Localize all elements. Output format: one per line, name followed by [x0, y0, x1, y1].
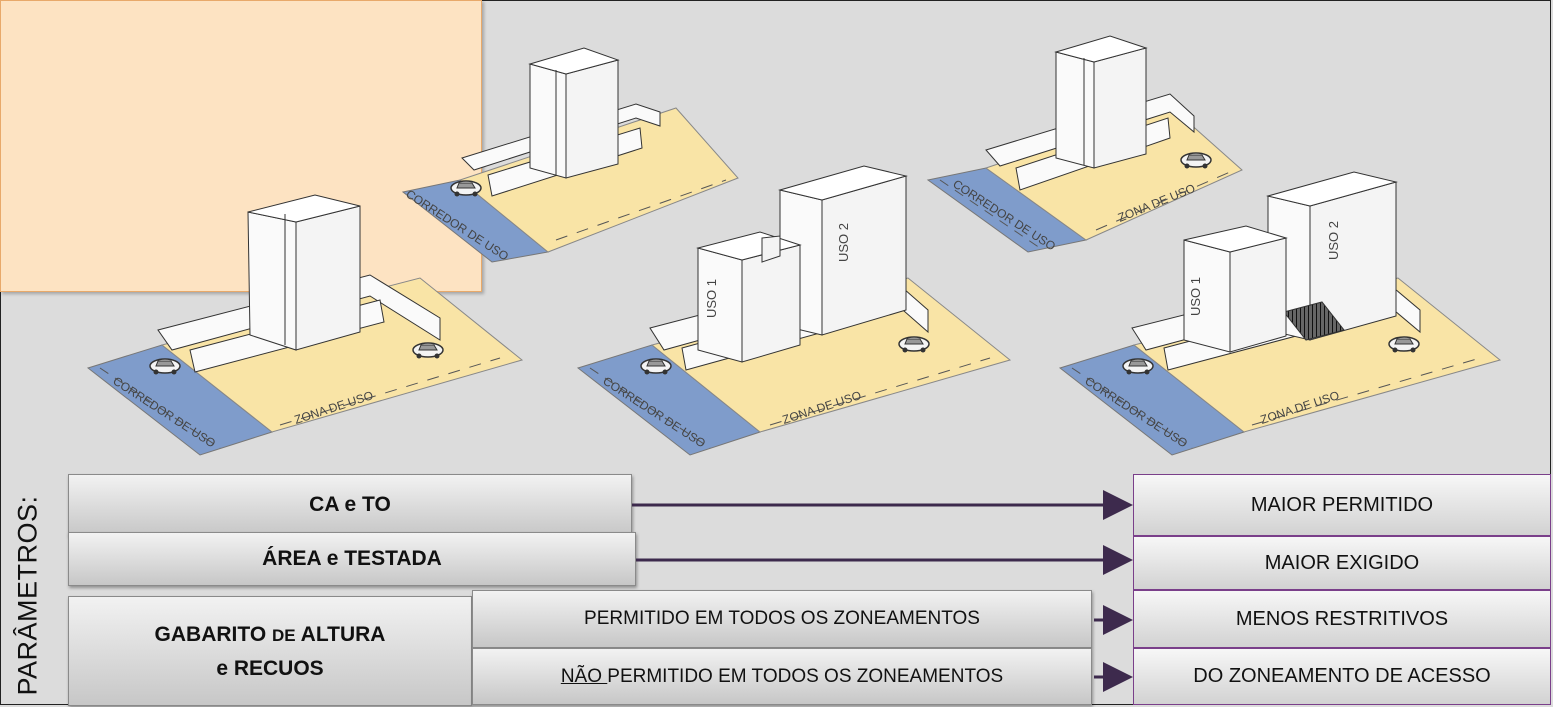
uso2-label-2: USO 2	[1326, 221, 1341, 260]
param-area-testada: ÁREA e TESTADA	[68, 532, 636, 586]
result-zoneamento-acesso: DO ZONEAMENTO DE ACESSO	[1133, 648, 1551, 705]
nao-permitido-rest: PERMITIDO EM TODOS OS ZONEAMENTOS	[607, 665, 1004, 687]
param-ca-to-label: CA e TO	[309, 493, 391, 516]
result-maior-permitido: MAIOR PERMITIDO	[1133, 474, 1551, 536]
gabarito-line2: e RECUOS	[216, 656, 324, 680]
uso1-label-2: USO 1	[1188, 277, 1203, 316]
gabarito-line1-a: GABARITO	[154, 622, 272, 646]
result-maior-permitido-label: MAIOR PERMITIDO	[1250, 493, 1434, 516]
gabarito-nao-permitido-label: NÃO PERMITIDO EM TODOS OS ZONEAMENTOS	[561, 666, 1003, 688]
uso1-label-1: USO 1	[704, 279, 719, 318]
param-area-testada-label: ÁREA e TESTADA	[262, 547, 442, 570]
gabarito-line1: GABARITO DE ALTURA	[155, 618, 386, 652]
gabarito-nao-permitido: NÃO PERMITIDO EM TODOS OS ZONEAMENTOS	[472, 648, 1092, 705]
param-gabarito: GABARITO DE ALTURA e RECUOS	[68, 596, 472, 706]
scene-1: CORREDOR DE USO ZONA DE USO	[86, 194, 524, 456]
nao-underlined: NÃO	[560, 665, 608, 687]
result-menos-restritivos-label: MENOS RESTRITIVOS	[1235, 607, 1449, 630]
gabarito-line1-b: DE	[272, 625, 296, 645]
result-maior-exigido-label: MAIOR EXIGIDO	[1264, 551, 1420, 574]
gabarito-line1-c: ALTURA	[295, 622, 386, 646]
gabarito-permitido-label: PERMITIDO EM TODOS OS ZONEAMENTOS	[584, 608, 980, 629]
result-zoneamento-acesso-label: DO ZONEAMENTO DE ACESSO	[1193, 665, 1491, 687]
callout-box	[0, 0, 482, 292]
isometric-scenes: CORREDOR DE USO ZONA DE USO CORREDOR DE …	[86, 35, 1502, 456]
result-menos-restritivos: MENOS RESTRITIVOS	[1133, 590, 1551, 648]
uso2-label-1: USO 2	[836, 223, 851, 262]
result-maior-exigido: MAIOR EXIGIDO	[1133, 536, 1551, 590]
gabarito-permitido: PERMITIDO EM TODOS OS ZONEAMENTOS	[472, 590, 1092, 648]
